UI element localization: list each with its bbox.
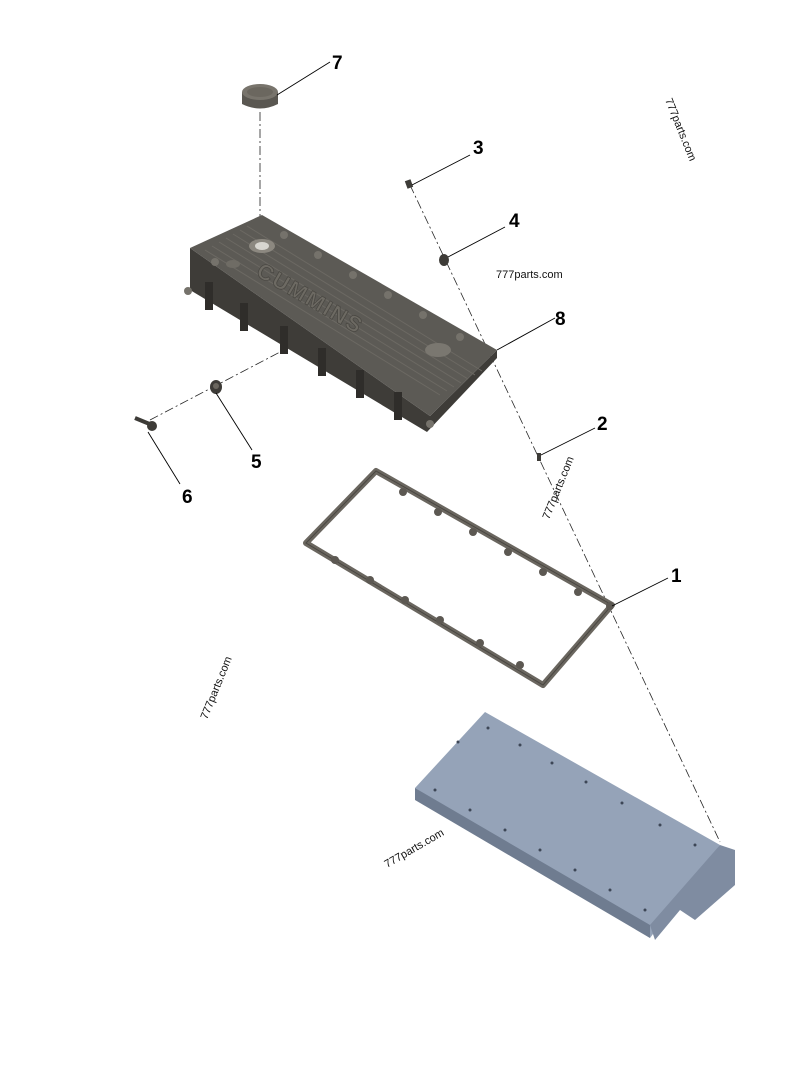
- cylinder-head: [415, 712, 735, 940]
- callout-2: 2: [597, 414, 608, 435]
- grommet-item-4: [439, 254, 449, 266]
- capscrew-item-6: [134, 416, 157, 431]
- callout-7: 7: [332, 53, 343, 74]
- watermark-text: 777parts.com: [541, 455, 577, 521]
- callout-5: 5: [251, 452, 262, 473]
- valve-cover: CUMMINS: [184, 215, 497, 432]
- callout-6: 6: [182, 487, 193, 508]
- leader-lines: [147, 61, 669, 607]
- valve-cover-gasket: [303, 468, 615, 688]
- pin-item-2: [537, 453, 541, 461]
- watermark-text: 777parts.com: [199, 655, 235, 721]
- oil-filler-cap: [242, 84, 278, 109]
- watermark-text: 777parts.com: [496, 269, 563, 281]
- callout-4: 4: [509, 211, 520, 232]
- bolt-item-3: [404, 179, 414, 189]
- watermark-text: 777parts.com: [383, 827, 447, 871]
- watermark-text: 777parts.com: [662, 97, 698, 163]
- isolator-item-5: [210, 380, 222, 394]
- callout-8: 8: [555, 309, 566, 330]
- callout-3: 3: [473, 138, 484, 159]
- callout-1: 1: [671, 566, 682, 587]
- alignment-lines: [149, 112, 721, 843]
- callout-numbers: 7 3 4 8 2 5 6 1: [182, 53, 682, 587]
